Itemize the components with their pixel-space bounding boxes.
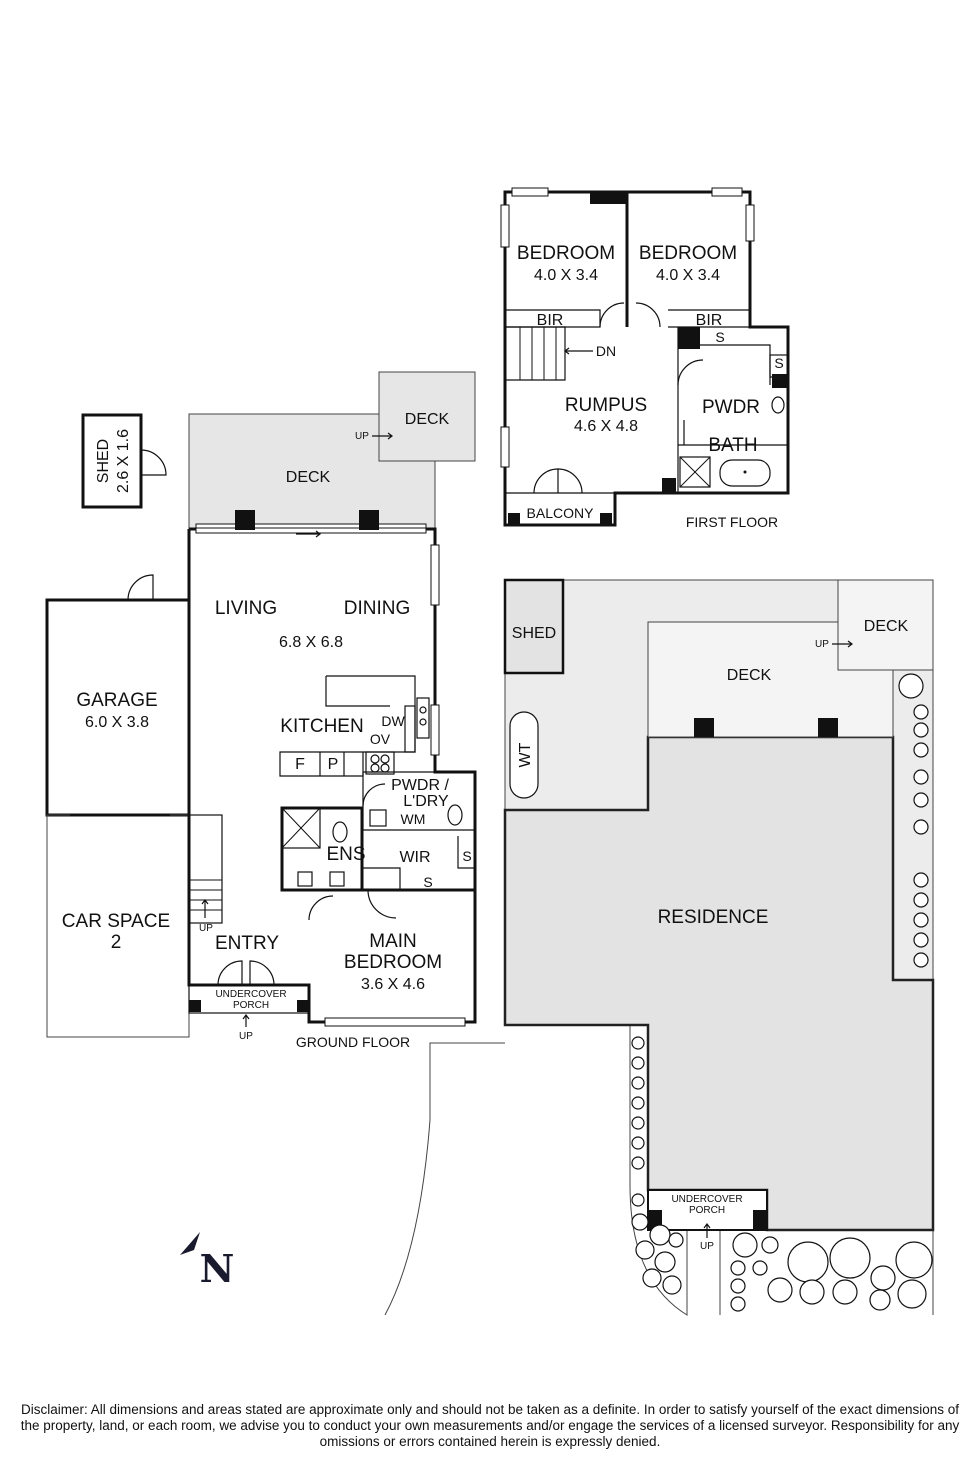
shed-small: SHED 2.6 X 1.6 xyxy=(81,413,167,509)
res-porch-up-label: UP xyxy=(700,1241,714,1252)
living-label: LIVING xyxy=(215,598,277,619)
porch-up-label: UP xyxy=(239,1031,253,1042)
living-size: 6.8 X 6.8 xyxy=(279,634,343,651)
main-bedroom-size: 3.6 X 4.6 xyxy=(361,976,425,993)
disclaimer-text: Disclaimer: All dimensions and areas sta… xyxy=(20,1402,960,1449)
bedroom2-label: BEDROOM xyxy=(639,243,737,264)
bedroom2-size: 4.0 X 3.4 xyxy=(656,267,720,284)
ov-label: OV xyxy=(370,731,391,747)
bir1-label: BIR xyxy=(537,312,564,329)
north-arrow: N xyxy=(180,1232,234,1291)
wir-label: WIR xyxy=(399,849,430,866)
wir-s-label-2: S xyxy=(423,874,432,890)
shrubs-left xyxy=(631,1036,684,1295)
dw-label: DW xyxy=(381,713,405,729)
dining-label: DINING xyxy=(344,598,411,619)
first-floor-label: FIRST FLOOR xyxy=(686,514,778,530)
rumpus-label: RUMPUS xyxy=(565,395,647,416)
water-tank-label: WT xyxy=(517,742,534,767)
shed-small-label: SHED xyxy=(95,439,112,483)
res-porch-label-1: UNDERCOVER xyxy=(671,1194,742,1205)
ground-decks: DECK DECK UP xyxy=(188,371,476,530)
ff-s-label-1: S xyxy=(715,329,724,345)
shrubs-right xyxy=(898,673,929,968)
site-residence: SHED WT DECK DECK UP RESIDENCE UNDERCOVE… xyxy=(384,578,935,1316)
fridge-label: F xyxy=(295,756,305,773)
kitchen-label: KITCHEN xyxy=(280,716,363,737)
garage-size: 6.0 X 3.8 xyxy=(85,714,149,731)
bedroom1-size: 4.0 X 3.4 xyxy=(534,267,598,284)
res-deck-upper-label: DECK xyxy=(864,618,909,635)
ground-floor-label: GROUND FLOOR xyxy=(296,1034,410,1050)
main-bedroom-label-1: MAIN xyxy=(369,931,417,952)
stairs-dn-label: DN xyxy=(596,343,616,359)
porch-label-2: PORCH xyxy=(233,1000,269,1011)
pantry-label: P xyxy=(328,756,339,773)
bath-label: BATH xyxy=(708,435,757,456)
wm-label: WM xyxy=(401,811,426,827)
shed-small-size: 2.6 X 1.6 xyxy=(115,429,132,493)
north-label: N xyxy=(200,1246,235,1291)
floor-plan: SHED 2.6 X 1.6 DECK DECK UP xyxy=(45,187,935,1316)
res-shed-label: SHED xyxy=(512,625,556,642)
pwdr-ldry-label-2: L'DRY xyxy=(403,793,449,810)
shrubs-bottom xyxy=(730,1232,933,1312)
deck-up-label: UP xyxy=(355,431,369,442)
res-deck-lower-label: DECK xyxy=(727,667,772,684)
garage-label: GARAGE xyxy=(76,690,157,711)
res-deck-up-label: UP xyxy=(815,639,829,650)
rumpus-size: 4.6 X 4.8 xyxy=(574,418,638,435)
ground-floor: UP LIVING DINING 6.8 X 6.8 KITCHEN DW OV… xyxy=(45,510,477,1050)
bedroom1-label: BEDROOM xyxy=(517,243,615,264)
deck-ground-label: DECK xyxy=(286,469,331,486)
res-porch-label-2: PORCH xyxy=(689,1205,725,1216)
wir-s-label-1: S xyxy=(462,848,471,864)
pwdr-ff-label: PWDR xyxy=(702,397,760,418)
first-floor: BEDROOM 4.0 X 3.4 BEDROOM 4.0 X 3.4 BIR … xyxy=(500,187,790,530)
deck-upper-label: DECK xyxy=(405,411,450,428)
entry-label: ENTRY xyxy=(215,933,279,954)
balcony-label: BALCONY xyxy=(527,505,595,521)
stairs-up-label: UP xyxy=(199,923,213,934)
residence-label: RESIDENCE xyxy=(658,907,769,928)
car-space-label-1: CAR SPACE xyxy=(62,911,170,932)
ff-s-label-2: S xyxy=(774,355,783,371)
main-bedroom-label-2: BEDROOM xyxy=(344,952,442,973)
ens-label: ENS xyxy=(326,844,365,865)
porch-label-1: UNDERCOVER xyxy=(215,989,286,1000)
car-space-label-2: 2 xyxy=(111,932,122,953)
bir2-label: BIR xyxy=(696,312,723,329)
pwdr-ldry-label-1: PWDR / xyxy=(391,777,449,794)
